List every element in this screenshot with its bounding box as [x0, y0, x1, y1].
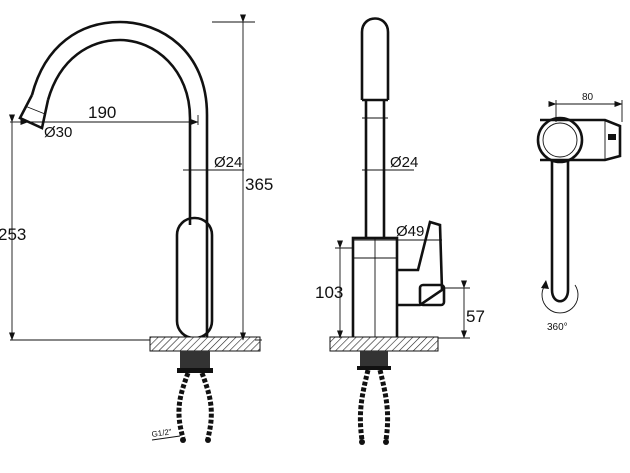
dim-spout-diameter: Ø24 — [214, 154, 242, 171]
dim-reach: 190 — [88, 103, 116, 122]
dim-top-width: 80 — [582, 92, 594, 103]
front-spout-inner — [46, 38, 192, 225]
front-deck — [149, 336, 261, 352]
front-hose-left — [176, 372, 191, 439]
side-spout-top — [360, 17, 390, 100]
dim-lever-height: 57 — [466, 307, 485, 326]
front-spout-outer — [30, 20, 209, 340]
rotation-arc — [541, 284, 579, 314]
dim-aerator-diameter: Ø30 — [44, 124, 72, 141]
front-view: 365 253 190 Ø30 Ø24 G1/2" — [0, 14, 273, 443]
side-dim-spout-diameter: Ø24 — [390, 154, 418, 171]
dim-total-height: 365 — [245, 175, 273, 194]
top-body-circle — [536, 116, 584, 164]
side-deck — [329, 336, 439, 352]
front-hose-right — [199, 372, 214, 439]
top-view: 80 360° — [536, 92, 623, 333]
top-lever — [540, 118, 622, 162]
front-mount — [180, 351, 210, 369]
dim-outlet-height: 253 — [0, 225, 26, 244]
side-view: Ø24 Ø49 103 57 — [315, 17, 485, 445]
thread-label: G1/2" — [151, 427, 172, 439]
dim-body-diameter: Ø49 — [396, 223, 424, 240]
dim-body-height: 103 — [315, 283, 343, 302]
dim-rotation: 360° — [547, 322, 568, 333]
